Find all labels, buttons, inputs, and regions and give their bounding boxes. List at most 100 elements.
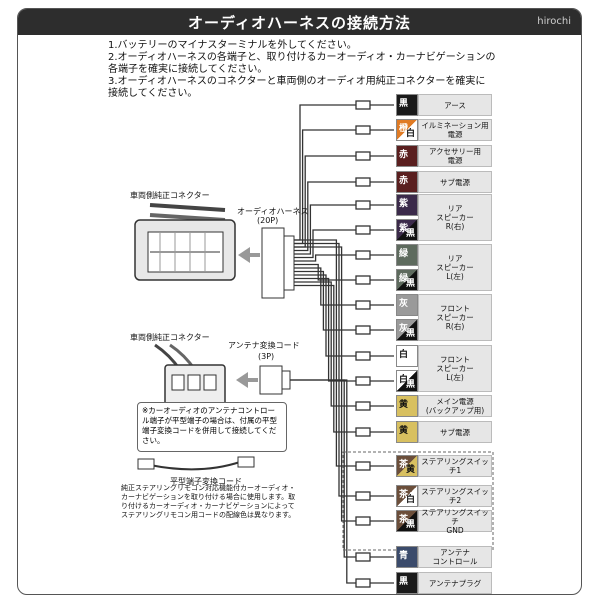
- wire-color-label: 黄: [399, 426, 409, 436]
- title-bar: オーディオハーネスの接続方法 hirochi: [18, 9, 581, 35]
- wire-terminal: [355, 300, 371, 310]
- wire-color-label: 灰: [399, 299, 409, 309]
- wire-function-label: アース: [418, 94, 492, 116]
- wire-color-chip: 白黒: [396, 370, 418, 392]
- wire-terminal: [355, 351, 371, 361]
- wire-terminal: [355, 250, 371, 260]
- wire-color-label-secondary: 黒: [405, 380, 415, 390]
- wire-color-chip: 灰黒: [396, 319, 418, 341]
- wire-function-label: アンテナ コントロール: [418, 546, 492, 568]
- audio-harness-label: オーディオハーネス: [237, 207, 309, 216]
- wire-color-label: 紫: [399, 224, 409, 234]
- instruction-1: 1.バッテリーのマイナスターミナルを外してください。: [108, 40, 357, 51]
- antenna-pins-label: (3P): [258, 352, 275, 361]
- wire-color-label: 緑: [399, 249, 409, 259]
- flat-cord-label: 平型端子変換コード: [170, 477, 242, 486]
- antenna-note: ※カーオーディオのアンテナコントロール端子が平型端子の場合は、付属の平型端子変換…: [137, 402, 287, 452]
- wire-terminal: [355, 125, 371, 135]
- wire-color-chip: 黄: [396, 395, 418, 417]
- watermark: hirochi: [537, 16, 571, 27]
- vehicle-connector-3p-illustration: [154, 343, 226, 406]
- wire-color-chip: 紫黒: [396, 219, 418, 241]
- wire-color-label: 赤: [399, 150, 409, 160]
- wire-function-label: ステアリングスイッチ1: [418, 455, 492, 477]
- wire-color-chip: 茶白: [396, 485, 418, 507]
- instruction-2b: 各端子を確実に接続してください。: [108, 64, 268, 75]
- wire-terminal: [355, 491, 371, 501]
- wire-color-label: 茶: [399, 490, 409, 500]
- wire-path: [294, 267, 356, 306]
- wire-terminal: [355, 100, 371, 110]
- wire-color-label: 茶: [399, 515, 409, 525]
- wire-color-label: 紫: [399, 199, 409, 209]
- wire-color-chip: 緑黒: [396, 269, 418, 291]
- wire-color-chip: 橙白: [396, 119, 418, 141]
- wire-function-label: アクセサリー用 電源: [418, 145, 492, 167]
- instruction-3: 3.オーディオハーネスのコネクターと車両側のオーディオ用純正コネクターを確実に: [108, 76, 486, 87]
- wire-path: [294, 277, 356, 382]
- wire-path: [294, 204, 356, 255]
- speaker-group-label: リア スピーカー L(左): [418, 244, 492, 291]
- wire-path: [294, 155, 356, 248]
- wire-color-label: 橙: [399, 124, 409, 134]
- wire-color-label-secondary: 黒: [405, 520, 415, 530]
- wire-color-chip: 緑: [396, 244, 418, 266]
- wire-terminal: [355, 275, 371, 285]
- speaker-group-label: フロント スピーカー L(左): [418, 345, 492, 392]
- wire-color-chip: 灰: [396, 294, 418, 316]
- wire-color-chip: 黒: [396, 94, 418, 116]
- wire-path: [290, 379, 356, 584]
- wire-terminal: [355, 401, 371, 411]
- wire-color-label-secondary: 白: [405, 495, 415, 505]
- antenna-cord-label: アンテナ変換コード: [228, 341, 300, 350]
- antenna-connector: [259, 365, 283, 395]
- audio-harness-pins-label: (20P): [257, 216, 279, 225]
- wire-terminal: [355, 325, 371, 335]
- wire-terminal: [355, 427, 371, 437]
- wire-terminal: [355, 177, 371, 187]
- audio-harness-connector: [261, 227, 295, 299]
- wire-function-label: サブ電源: [418, 171, 492, 193]
- wire-function-label: サブ電源: [418, 421, 492, 443]
- wire-color-chip: 茶黒: [396, 510, 418, 532]
- vehicle-connector-label-1: 車両側純正コネクター: [130, 191, 210, 200]
- wire-terminal: [355, 376, 371, 386]
- instruction-3b: 接続してください。: [108, 88, 198, 99]
- wire-function-label: ステアリングスイッチ GND: [418, 508, 492, 535]
- wire-path: [294, 274, 356, 357]
- wire-terminal: [355, 552, 371, 562]
- wire-color-chip: 白: [396, 345, 418, 367]
- wire-path: [294, 242, 356, 497]
- wire-terminal: [355, 200, 371, 210]
- wire-color-label: 青: [399, 551, 409, 561]
- wire-function-label: イルミネーション用 電源: [418, 119, 492, 141]
- speaker-group-label: フロント スピーカー R(右): [418, 294, 492, 341]
- wire-terminal: [355, 225, 371, 235]
- wire-color-chip: 黒: [396, 572, 418, 594]
- wire-color-chip: 茶黄: [396, 455, 418, 477]
- wire-color-label-secondary: 黒: [405, 229, 415, 239]
- wire-color-label: 黒: [399, 99, 409, 109]
- wire-color-label-secondary: 白: [405, 129, 415, 139]
- wire-color-label: 黒: [399, 577, 409, 587]
- wire-path: [294, 181, 356, 252]
- instruction-2: 2.オーディオハーネスの各端子と、取り付けるカーオーディオ・カーナビゲーションの: [108, 52, 496, 63]
- wire-color-label: 灰: [399, 324, 409, 334]
- vehicle-connector-label-2: 車両側純正コネクター: [130, 333, 210, 342]
- wire-color-label-secondary: 黒: [405, 279, 415, 289]
- steering-note: 純正ステアリングリモコン対応機能付カーオーディオ・カーナビゲーションを取り付ける…: [121, 484, 296, 519]
- wire-terminal: [355, 516, 371, 526]
- wire-color-chip: 紫: [396, 194, 418, 216]
- flat-terminal-cord: [137, 456, 255, 471]
- wire-function-label: メイン電源 (バックアップ用): [418, 395, 492, 417]
- wire-function-label: アンテナプラグ: [418, 572, 492, 594]
- page-title: オーディオハーネスの接続方法: [188, 14, 411, 32]
- wire-path: [294, 270, 356, 331]
- wire-color-label: 白: [399, 375, 409, 385]
- vehicle-connector-20p-illustration: [134, 203, 236, 281]
- wire-path: [294, 129, 356, 245]
- wire-terminal: [355, 151, 371, 161]
- wire-color-label-secondary: 黄: [405, 465, 415, 475]
- speaker-group-label: リア スピーカー R(右): [418, 194, 492, 241]
